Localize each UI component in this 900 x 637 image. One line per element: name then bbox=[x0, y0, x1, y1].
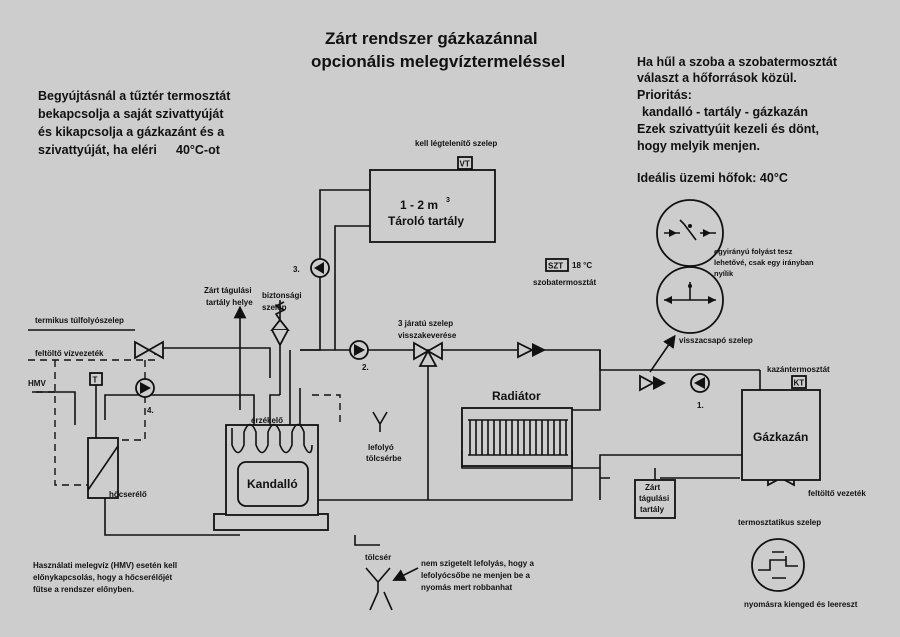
title-line2: opcionális melegvíztermeléssel bbox=[311, 52, 565, 71]
t-symbol: T bbox=[93, 376, 98, 385]
left-note-line4: szivattyúját, ha eléri bbox=[38, 143, 157, 157]
check-valve-closed-icon bbox=[656, 266, 724, 334]
radiator bbox=[461, 407, 573, 467]
thermostatic-valve-icon bbox=[751, 538, 805, 592]
pump-2-icon bbox=[354, 344, 365, 356]
funnel-icon bbox=[365, 567, 393, 611]
hmv-label: HMV bbox=[28, 379, 46, 388]
check-valve-label: visszacsapó szelep bbox=[679, 336, 753, 345]
right-note-line5: Ezek szivattyúit kezeli és dönt, bbox=[637, 122, 819, 136]
szt-symbol: SZT bbox=[548, 262, 563, 271]
bottom-left-note-line2: előnykapcsolás, hogy a hőcserélőjét bbox=[33, 573, 173, 582]
vent-valve: VT bbox=[457, 156, 473, 170]
pump-3 bbox=[310, 258, 330, 278]
safety-valve bbox=[270, 301, 290, 347]
gas-boiler-label: Gázkazán bbox=[753, 430, 808, 444]
closed-expansion-tank: Zárt tágulási tartály bbox=[634, 479, 676, 519]
check-desc-2: lehetővé, csak egy irányban bbox=[714, 258, 814, 267]
ideal-temp-note: Ideális üzemi hőfok: 40°C bbox=[637, 171, 788, 185]
drain-funnel-icon bbox=[372, 411, 388, 432]
check-valve-supply bbox=[517, 341, 546, 359]
left-note-line1: Begyújtásnál a tűztér termosztát bbox=[38, 89, 231, 103]
right-note: Ha hűl a szoba a szobatermosztát választ… bbox=[637, 55, 838, 185]
left-note-line3: és kikapcsolja a gázkazánt és a bbox=[38, 125, 225, 139]
bottom-mid-note-line3: nyomás mert robbanhat bbox=[421, 583, 512, 592]
vent-symbol: VT bbox=[460, 160, 470, 169]
pump-1 bbox=[690, 373, 710, 393]
fireplace-label: Kandalló bbox=[247, 477, 298, 491]
tank-volume-sup: 3 bbox=[446, 197, 450, 204]
pump-3-label: 3. bbox=[293, 265, 300, 274]
right-note-line4: kandalló - tartály - gázkazán bbox=[642, 105, 808, 119]
fill-pipe-left-label: feltöltő vízvezeték bbox=[35, 349, 104, 358]
storage-tank: 1 - 2 m 3 Tároló tartály bbox=[369, 169, 496, 243]
three-way-valve bbox=[413, 341, 443, 367]
szt-temp: 18 °C bbox=[572, 261, 592, 270]
check-desc-3: nyílik bbox=[714, 269, 734, 278]
right-note-line1: Ha hűl a szoba a szobatermosztát bbox=[637, 55, 838, 69]
fill-pipe-right-label: feltöltő vezeték bbox=[808, 489, 866, 498]
funnel-label: tölcsér bbox=[365, 553, 391, 562]
safety-valve-label-1: biztonsági bbox=[262, 291, 302, 300]
pump-1-icon bbox=[694, 377, 705, 389]
t-sensor: T bbox=[89, 372, 103, 386]
thermostatic-valve-label: termosztatikus szelep bbox=[738, 518, 821, 527]
fireplace: Kandalló bbox=[213, 423, 329, 531]
bottom-mid-note: nem szigetelt lefolyás, hogy a lefolyócs… bbox=[421, 559, 534, 592]
room-thermostat: SZT 18 °C bbox=[545, 258, 592, 272]
tank-volume: 1 - 2 m bbox=[400, 198, 438, 212]
bottom-mid-note-line2: lefolyócsőbe ne menjen be a bbox=[421, 571, 530, 580]
left-note-temp: 40°C-ot bbox=[176, 143, 221, 157]
closed-expansion-label-1: Zárt bbox=[645, 483, 660, 492]
thermal-overflow-valve bbox=[134, 340, 164, 360]
check-valve-boiler bbox=[639, 374, 666, 392]
check-desc-1: egyirányú folyást tesz bbox=[714, 247, 793, 256]
check-valve-open-icon bbox=[656, 199, 724, 267]
bottom-left-note: Használati melegvíz (HMV) esetén kell el… bbox=[33, 561, 177, 594]
heat-exchanger bbox=[87, 437, 119, 499]
pressure-release-label: nyomásra kienged és leereszt bbox=[744, 600, 858, 609]
pump-4-label: 4. bbox=[147, 406, 154, 415]
three-way-valve-label-2: visszakeverése bbox=[398, 331, 457, 340]
pump-4 bbox=[135, 378, 155, 398]
drain-funnel-label-1: lefolyó bbox=[368, 443, 394, 452]
safety-valve-label-2: szelep bbox=[262, 303, 287, 312]
right-note-line2: választ a hőforrások közül. bbox=[637, 71, 797, 85]
thermal-overflow-label: termikus túlfolyószelep bbox=[35, 316, 124, 325]
kt-symbol: KT bbox=[794, 379, 805, 388]
drain-funnel-label-2: tölcsérbe bbox=[366, 454, 402, 463]
tank-name: Tároló tartály bbox=[388, 214, 464, 228]
closed-expansion-label-3: tartály bbox=[640, 505, 665, 514]
bottom-mid-note-line1: nem szigetelt lefolyás, hogy a bbox=[421, 559, 534, 568]
room-thermostat-label: szobatermosztát bbox=[533, 278, 596, 287]
right-note-line6: hogy melyik menjen. bbox=[637, 139, 760, 153]
boiler-thermostat-label: kazántermosztát bbox=[767, 365, 830, 374]
pump-2 bbox=[349, 340, 369, 360]
gas-boiler: Gázkazán KT bbox=[741, 375, 821, 481]
bottom-left-note-line3: fűtse a rendszer előnyben. bbox=[33, 585, 134, 594]
pump-2-label: 2. bbox=[362, 363, 369, 372]
title-line1: Zárt rendszer gázkazánnal bbox=[325, 29, 538, 48]
pump-1-label: 1. bbox=[697, 401, 704, 410]
closed-expansion-place-label-2: tartály helye bbox=[206, 298, 253, 307]
three-way-valve-label-1: 3 járatú szelep bbox=[398, 319, 453, 328]
closed-expansion-place-label-1: Zárt tágulási bbox=[204, 286, 252, 295]
pump-3-icon bbox=[314, 262, 324, 274]
right-note-line3: Prioritás: bbox=[637, 88, 692, 102]
radiator-label: Radiátor bbox=[492, 389, 541, 403]
pump-4-icon bbox=[140, 382, 151, 394]
left-note: Begyújtásnál a tűztér termosztát bekapcs… bbox=[38, 89, 231, 157]
sensor-label: érzékelő bbox=[251, 416, 283, 425]
bottom-left-note-line1: Használati melegvíz (HMV) esetén kell bbox=[33, 561, 177, 570]
left-note-line2: bekapcsolja a saját szivattyúját bbox=[38, 107, 224, 121]
closed-expansion-label-2: tágulási bbox=[639, 494, 669, 503]
heat-exchanger-label: hőcserélő bbox=[109, 490, 147, 499]
vent-valve-label: kell légtelenítő szelep bbox=[415, 139, 497, 148]
